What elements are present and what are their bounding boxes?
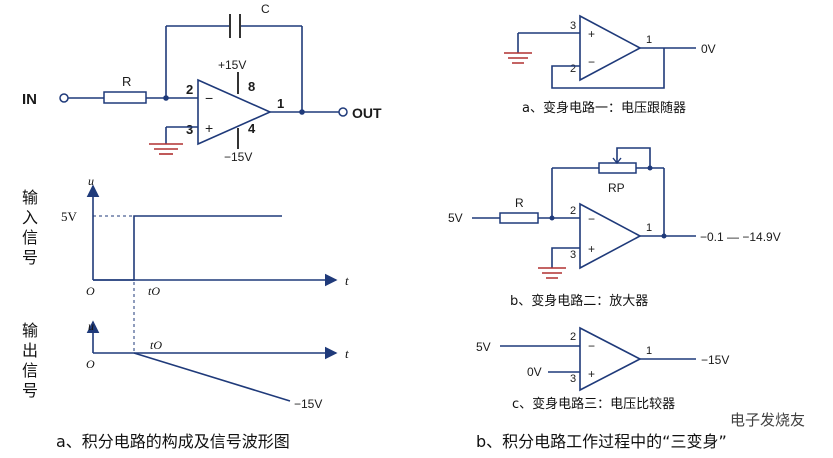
comparator-caption: c、变身电路三：电压比较器 (512, 396, 675, 412)
resistor-r-label: R (122, 74, 131, 89)
input-step-signal (93, 215, 282, 281)
input-origin-label: O (86, 284, 95, 298)
pin-3-label: 3 (186, 122, 193, 137)
in-label: IN (22, 91, 37, 108)
amp-pin-1: 1 (646, 222, 652, 234)
pin-2-label: 2 (186, 82, 193, 97)
comp-minus: − (588, 339, 595, 353)
follower-out-label: 0V (701, 42, 716, 56)
comp-out-label: −15V (701, 353, 729, 367)
amp-pin-3: 3 (570, 249, 576, 261)
integrator-opamp (197, 78, 272, 146)
comp-0v-label: 0V (527, 365, 542, 379)
output-junction-dot (299, 109, 305, 115)
follower-caption: a、变身电路一：电压跟随器 (522, 100, 686, 116)
output-origin-label: O (86, 357, 95, 371)
follower-opamp (579, 14, 642, 82)
rp-label: RP (608, 181, 625, 195)
vneg-label: −15V (224, 150, 252, 164)
in-terminal (59, 93, 69, 103)
amp-pin-2: 2 (570, 205, 576, 217)
capacitor-c-label: C (261, 2, 270, 16)
out-terminal (338, 107, 348, 117)
integrator-circuit: IN R C − + 2 3 +15V 8 −15V 4 (22, 2, 382, 164)
comparator-circuit: − + 2 3 5V 0V 1 −15V c、变身电路三：电压比较器 (476, 326, 729, 412)
comp-pin-1: 1 (646, 345, 652, 357)
svg-text:信: 信 (22, 361, 38, 380)
input-t0-label: tO (148, 284, 160, 298)
follower-minus: − (588, 55, 595, 69)
follower-pin-1: 1 (646, 34, 652, 46)
comp-pin-3: 3 (570, 373, 576, 385)
amp-r-label: R (515, 196, 524, 210)
amplifier-caption: b、变身电路二：放大器 (510, 293, 648, 309)
output-u-label: u (88, 319, 94, 333)
follower-pin-2: 2 (570, 63, 576, 75)
pin-4-label: 4 (248, 121, 256, 136)
amp-in-label: 5V (448, 211, 463, 225)
follower-feedback-wire (551, 48, 665, 89)
input-u-label: u (88, 174, 94, 188)
input-t-label: t (345, 273, 349, 288)
comparator-opamp (579, 326, 642, 392)
follower-plus: + (588, 27, 595, 41)
vpos-label: +15V (218, 58, 246, 72)
output-t0-label: tO (150, 338, 162, 352)
svg-text:入: 入 (22, 208, 38, 227)
amplifier-opamp (579, 202, 642, 270)
left-caption: a、积分电路的构成及信号波形图 (56, 432, 290, 451)
follower-pin-3: 3 (570, 20, 576, 32)
rp-resistor (598, 162, 637, 174)
opamp-plus: + (205, 120, 213, 136)
amp-ground-wire (551, 247, 580, 268)
resistor-r (103, 91, 147, 104)
amplifier-circuit: RP 5V R − + 2 3 1 −0.1 — −14.9V b、变身电路二：… (448, 147, 781, 309)
amp-r-resistor (499, 212, 539, 224)
right-caption: b、积分电路工作过程中的“三变身” (476, 432, 727, 451)
opamp-minus: − (205, 90, 213, 106)
pin-8-label: 8 (248, 79, 255, 94)
amp-minus: − (588, 212, 595, 226)
rp-wiper (616, 147, 651, 168)
input-waveform-plot: 输 入 信 号 u t O 5V tO (22, 174, 349, 352)
comp-plus: + (588, 367, 595, 381)
output-t-label: t (345, 346, 349, 361)
comp-5v-label: 5V (476, 340, 491, 354)
output-waveform-plot: 输 出 信 号 u t O tO −15V (22, 319, 349, 411)
out-label: OUT (352, 105, 382, 121)
five-v-label: 5V (61, 209, 78, 224)
minus-15v-wave-label: −15V (294, 397, 322, 411)
svg-text:出: 出 (22, 341, 38, 360)
amp-out-label: −0.1 — −14.9V (700, 230, 781, 244)
output-ramp-signal (133, 352, 291, 402)
svg-text:信: 信 (22, 228, 38, 247)
voltage-follower-circuit: + − 3 2 1 0V a、变身电路一：电压跟随器 (504, 14, 716, 116)
watermark: 电子发烧友 (730, 411, 805, 429)
output-signal-char-1: 输 (22, 321, 38, 340)
svg-text:号: 号 (22, 381, 38, 400)
amp-plus: + (588, 242, 595, 256)
pin-1-label: 1 (277, 96, 284, 111)
input-signal-char-1: 输 (22, 188, 38, 207)
comp-pin-2: 2 (570, 331, 576, 343)
svg-text:号: 号 (22, 248, 38, 267)
